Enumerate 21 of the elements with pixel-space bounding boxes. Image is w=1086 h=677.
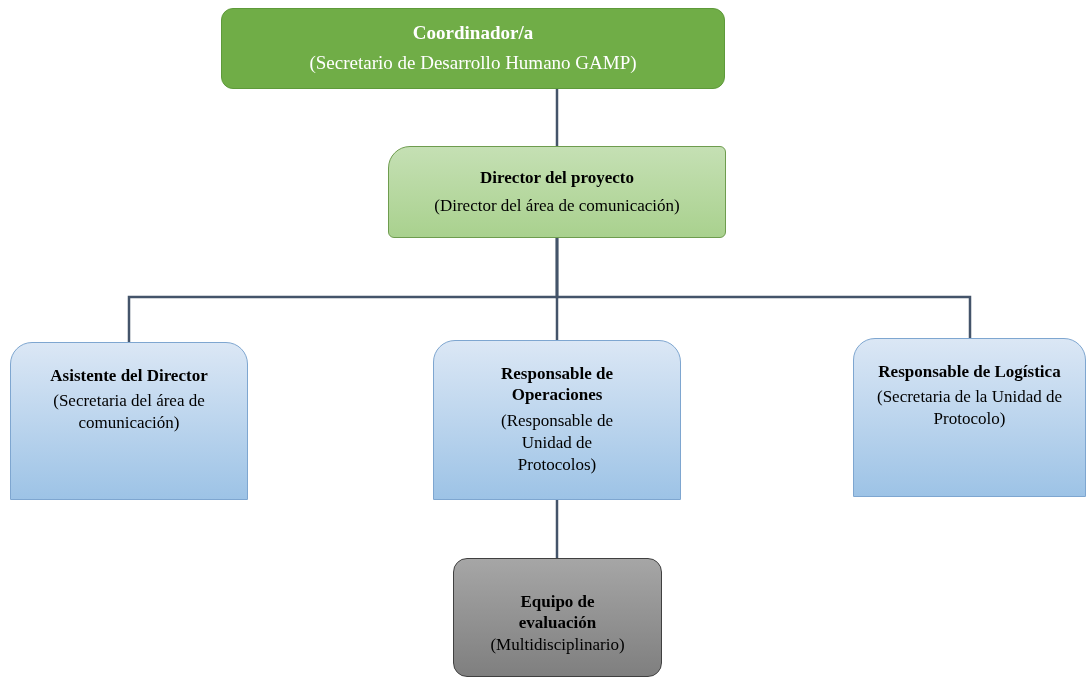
role-title: Asistente del Director xyxy=(50,365,208,387)
role-title: Coordinador/a xyxy=(412,21,534,46)
role-box xyxy=(221,8,725,89)
role-description: (Secretaria de la Unidad de Protocolo) xyxy=(876,386,1063,431)
role-box xyxy=(853,338,1086,497)
role-box xyxy=(433,340,681,500)
role-title: Responsable de Operaciones xyxy=(500,363,614,406)
role-title: Director del proyecto xyxy=(480,167,634,189)
role-description: (Secretaria del área de comunicación) xyxy=(52,390,206,435)
connector-line xyxy=(555,238,972,338)
role-description: (Director del área de comunicación) xyxy=(434,194,680,217)
role-title: Responsable de Logística xyxy=(878,361,1061,383)
role-title: Equipo de evaluación xyxy=(517,591,598,634)
role-box xyxy=(10,342,248,500)
role-description: (Secretario de Desarrollo Humano GAMP) xyxy=(309,51,637,76)
team-box xyxy=(453,558,662,677)
role-box xyxy=(388,146,726,238)
connector-line xyxy=(555,89,559,146)
role-description: (Multidisciplinario) xyxy=(490,633,625,656)
connector-line xyxy=(555,500,559,558)
role-description: (Responsable de Unidad de Protocolos) xyxy=(500,409,614,476)
